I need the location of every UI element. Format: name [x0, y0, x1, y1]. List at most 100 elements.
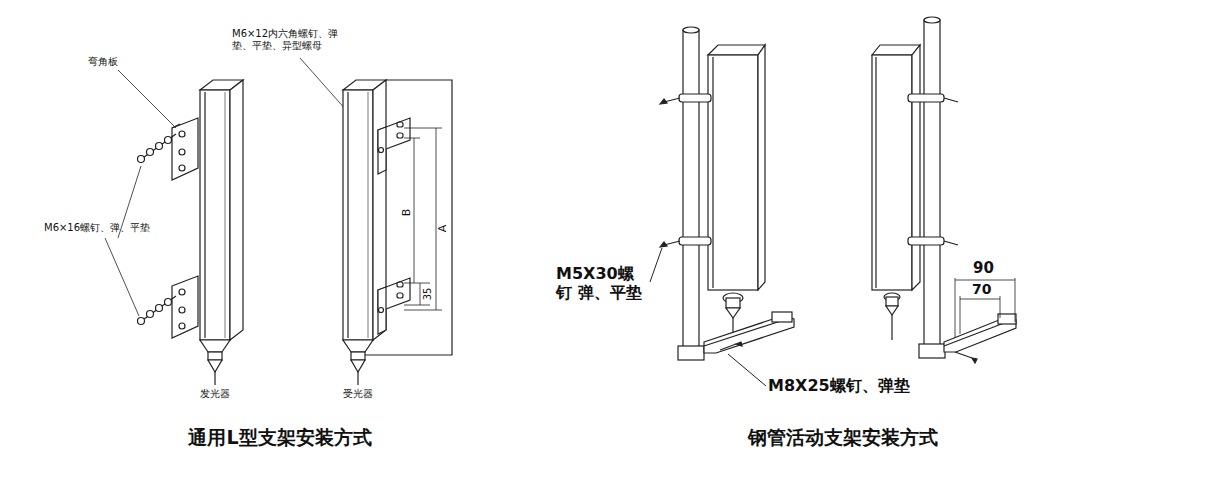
l-bracket [397, 122, 403, 127]
sensor-bar [891, 315, 892, 340]
screw-chain [138, 156, 145, 163]
l-bracket [378, 127, 386, 174]
leader-line [650, 248, 662, 282]
receiver-bar [351, 360, 365, 372]
leader-line [650, 248, 766, 386]
bottom-bracket [955, 352, 972, 358]
screw-chain [147, 149, 154, 156]
dimension-line [404, 283, 430, 284]
sensor-bar [708, 45, 765, 336]
l-bracket [172, 118, 198, 180]
sensor-bar [886, 306, 898, 315]
fastener-note: M8X25螺钉、弹垫 [768, 376, 910, 395]
l-bracket [397, 282, 403, 287]
dimension-label: 70 [972, 281, 991, 298]
screw-chain [147, 311, 154, 318]
leader-line [105, 58, 378, 316]
pipe-clamp [944, 98, 958, 102]
emitter-bar [200, 90, 230, 340]
sensor-bar [872, 45, 920, 340]
l-bracket [172, 118, 198, 338]
dimension-line [1015, 278, 1016, 322]
dimension-label: 35 [422, 288, 434, 301]
steel-pipe [924, 17, 940, 23]
dimension-line [404, 138, 420, 139]
leader-line [118, 70, 176, 128]
l-bracket [397, 133, 403, 138]
receiver-bar [343, 80, 386, 385]
dimension-line [420, 283, 421, 305]
l-bracket [378, 118, 410, 334]
dimension-line [955, 278, 1015, 338]
bottom-bracket [704, 312, 794, 353]
pipe-clamp [679, 94, 711, 102]
sensor-bar [726, 298, 740, 308]
pipe-clamp [660, 99, 667, 104]
steel-pipe [678, 27, 704, 360]
part-label: 弯角板 [88, 56, 118, 68]
emitter-bar [200, 340, 230, 352]
steel-pipe [919, 344, 945, 358]
sensor-bar [712, 57, 713, 288]
receiver-bar [357, 372, 358, 385]
caption: 通用L型支架安装方式 [188, 426, 371, 449]
pipe-clamp [679, 237, 711, 245]
pipe-clamp [660, 242, 667, 247]
steel-pipe [678, 346, 704, 360]
emitter-bar [204, 92, 205, 338]
part-label: 受光器 [343, 388, 373, 400]
l-bracket [378, 287, 386, 334]
bottom-bracket [772, 312, 792, 322]
sensor-bar [872, 55, 912, 290]
receiver-bar [343, 90, 373, 340]
sensor-bar [708, 55, 758, 290]
fastener-note: M6×12内六角螺钉、弹 垫、平垫、异型螺母 [232, 28, 354, 52]
sensor-bar [912, 45, 920, 290]
sensor-bar [758, 45, 765, 290]
dimension-line [404, 128, 442, 310]
screw-chain [140, 296, 176, 322]
l-bracket [179, 289, 185, 295]
l-bracket [172, 276, 198, 338]
screw-chain [138, 318, 145, 325]
l-bracket [172, 124, 180, 128]
caption: 钢管活动支架安装方式 [748, 426, 938, 449]
receiver-bar [343, 340, 373, 352]
receiver-bar [373, 80, 386, 340]
emitter-bar [208, 352, 222, 360]
dimension-label: B [400, 209, 413, 217]
emitter-bar [230, 80, 243, 340]
leader-line [105, 238, 139, 316]
pipe-clamp [908, 94, 944, 102]
fastener-note: M6×16螺钉、弹、平垫 [44, 222, 150, 234]
dimension-label: A [436, 225, 449, 233]
dimension-label: 90 [973, 259, 994, 277]
sensor-bar [726, 308, 740, 318]
l-bracket [397, 293, 403, 298]
pipe-clamp [908, 237, 944, 245]
receiver-bar [347, 92, 348, 338]
l-bracket [179, 149, 185, 155]
dimension-line [960, 296, 961, 334]
sensor-bar [708, 45, 765, 55]
part-label: 发光器 [200, 388, 230, 400]
receiver-bar [351, 352, 365, 360]
bottom-bracket [720, 344, 736, 350]
pipe-clamp [660, 94, 711, 247]
l-bracket [179, 165, 185, 171]
fastener-note: M5X30螺钉 弹、平垫 [556, 264, 648, 302]
dimension-line [955, 280, 1015, 281]
steel-pipe [919, 17, 945, 358]
l-bracket [379, 148, 384, 153]
steel-pipe [683, 27, 699, 33]
emitter-bar [200, 80, 243, 385]
screw-chain [165, 299, 172, 306]
screw-chain [156, 143, 163, 150]
emitter-bar [214, 372, 215, 385]
pipe-clamp [908, 94, 958, 245]
steel-pipe [924, 20, 940, 346]
l-bracket [379, 308, 384, 313]
sensor-bar [886, 297, 898, 306]
